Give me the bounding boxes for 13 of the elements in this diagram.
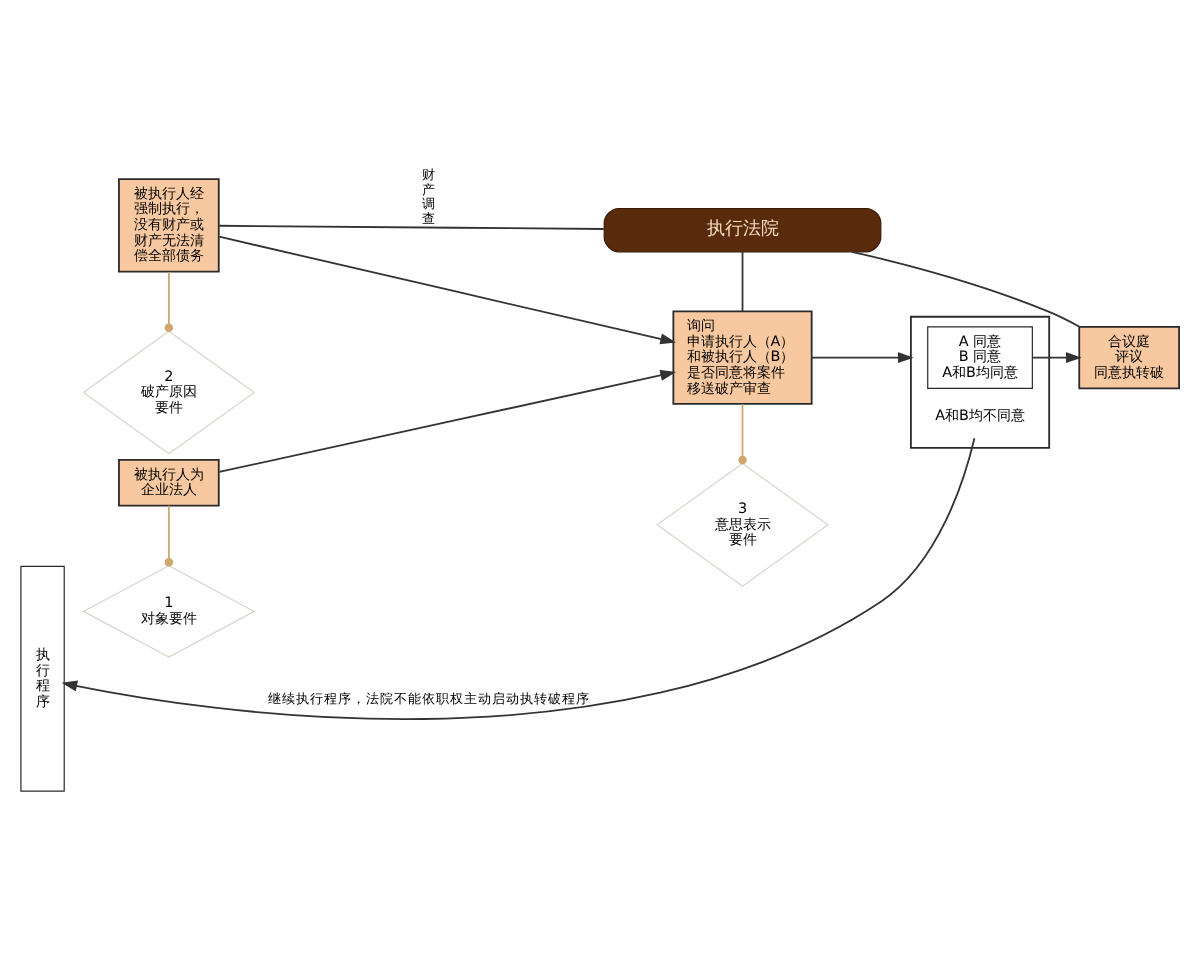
arrow [61,437,976,720]
arrow [1031,352,1082,364]
connector [851,250,1081,328]
node-box: 执行法院 [603,207,882,253]
arrow [218,235,676,345]
connector [164,504,174,567]
cluster [910,315,1051,449]
connector [218,224,605,230]
connector [164,271,174,332]
connector [741,251,744,313]
arrow [810,352,914,364]
connector [738,403,747,465]
arrow [218,369,676,473]
